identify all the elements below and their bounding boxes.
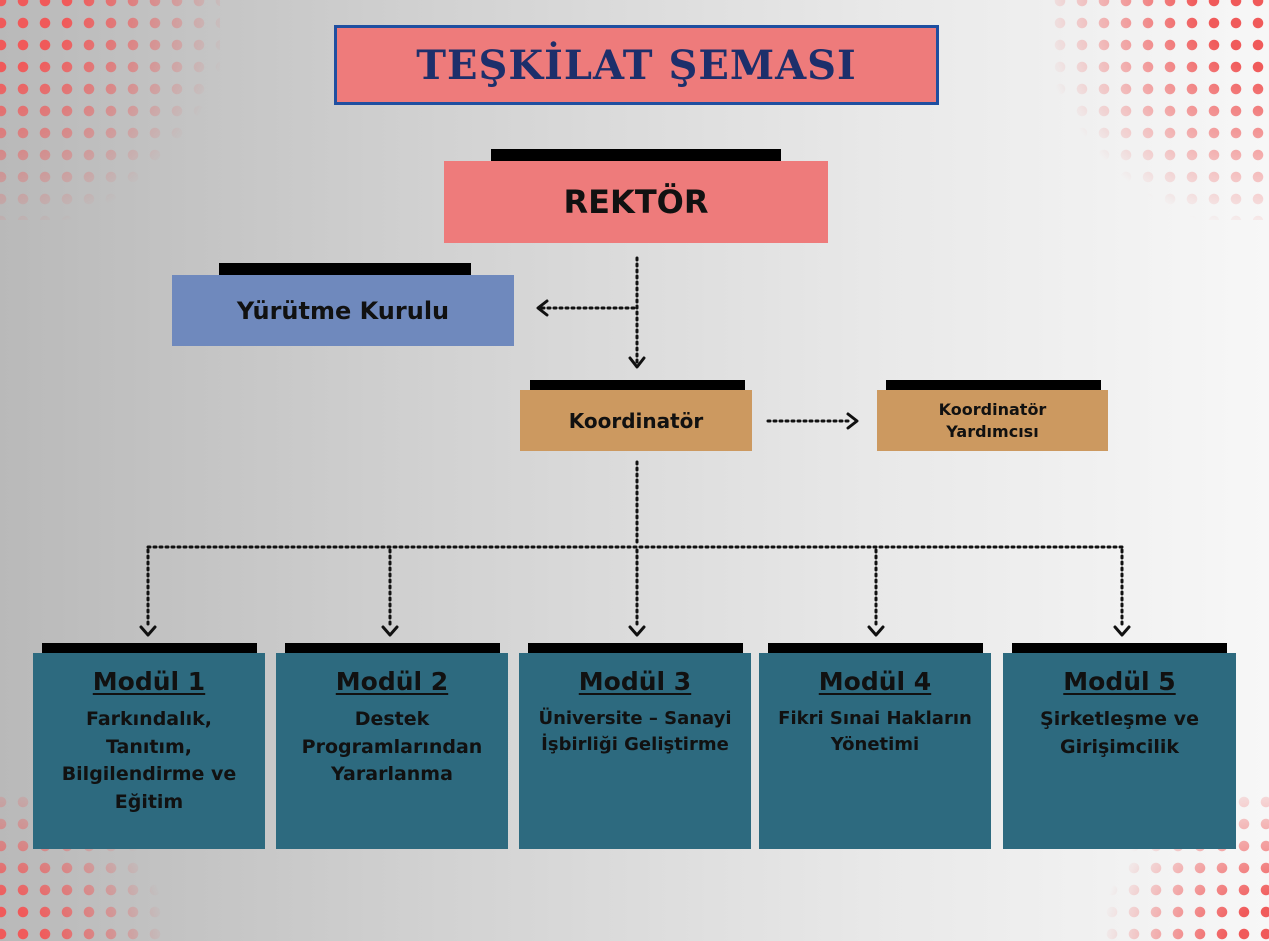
arrowhead-koord-yardimcisi — [846, 412, 859, 430]
module-3-top-bar — [528, 643, 743, 653]
arrowhead-module-3 — [628, 625, 646, 637]
module-5-top-bar — [1012, 643, 1227, 653]
node-rektor-label: REKTÖR — [563, 183, 709, 221]
module-3-title: Modül 3 — [578, 667, 692, 696]
page-title: TEŞKİLAT ŞEMASI — [416, 41, 857, 89]
module-1-line: Bilgilendirme ve — [61, 763, 237, 786]
arrowhead-module-1 — [139, 625, 157, 637]
module-2-line: Programlarından — [301, 735, 483, 758]
module-1-title: Modül 1 — [92, 667, 206, 696]
module-2-line: Yararlanma — [331, 763, 453, 786]
node-koordinator-label: Koordinatör — [568, 408, 704, 433]
rektor-top-bar — [491, 149, 781, 161]
yurutme-top-bar — [219, 263, 471, 275]
module-5-description: Şirketleşme ve Girişimcilik — [1036, 706, 1203, 761]
arrowhead-yurutme — [536, 299, 549, 317]
arrowhead-module-4 — [867, 625, 885, 637]
koordinator-top-bar — [530, 380, 745, 390]
module-1-line: Eğitim — [114, 790, 184, 813]
module-1: Modül 1 Farkındalık, Tanıtım, Bilgilendi… — [33, 653, 265, 849]
node-rektor: REKTÖR — [444, 161, 828, 243]
module-2: Modül 2 Destek Programlarından Yararlanm… — [276, 653, 508, 849]
module-1-description: Farkındalık, Tanıtım, Bilgilendirme ve E… — [58, 706, 241, 816]
module-4-description: Fikri Sınai Hakların Yönetimi — [774, 706, 976, 758]
title-banner: TEŞKİLAT ŞEMASI — [334, 25, 939, 105]
koordinator-yardimcisi-top-bar — [886, 380, 1101, 390]
arrowhead-module-5 — [1113, 625, 1131, 637]
node-yurutme-kurulu: Yürütme Kurulu — [172, 275, 514, 346]
node-koordinator-yardimcisi-line1: Koordinatör — [938, 399, 1047, 419]
module-3-description: Üniversite – Sanayi İşbirliği Geliştirme — [534, 706, 735, 758]
module-3-line: İşbirliği Geliştirme — [541, 734, 729, 756]
module-4-line: Yönetimi — [830, 734, 920, 756]
module-5-title: Modül 5 — [1063, 667, 1176, 696]
arrowhead-module-2 — [381, 625, 399, 637]
module-1-top-bar — [42, 643, 257, 653]
node-koordinator-yardimcisi-line2: Yardımcısı — [946, 421, 1039, 441]
module-4-top-bar — [768, 643, 983, 653]
module-2-title: Modül 2 — [335, 667, 449, 696]
decorative-dots-top-right — [1049, 0, 1269, 220]
module-5-line: Şirketleşme ve — [1040, 708, 1199, 730]
node-koordinator: Koordinatör — [520, 390, 752, 451]
module-5: Modül 5 Şirketleşme ve Girişimcilik — [1003, 653, 1236, 849]
module-2-top-bar — [285, 643, 500, 653]
module-1-line: Farkındalık, — [85, 708, 213, 730]
module-4: Modül 4 Fikri Sınai Hakların Yönetimi — [759, 653, 991, 849]
module-3: Modül 3 Üniversite – Sanayi İşbirliği Ge… — [519, 653, 751, 849]
module-2-description: Destek Programlarından Yararlanma — [298, 706, 487, 789]
node-koordinator-yardimcisi: Koordinatör Yardımcısı — [877, 390, 1108, 451]
module-2-line: Destek — [354, 708, 430, 730]
module-3-line: Üniversite – Sanayi — [538, 708, 732, 729]
module-4-line: Fikri Sınai Hakların — [778, 708, 972, 729]
module-1-line: Tanıtım, — [106, 735, 192, 758]
node-yurutme-label: Yürütme Kurulu — [236, 296, 450, 325]
arrowhead-koordinator — [628, 356, 646, 369]
module-4-title: Modül 4 — [818, 667, 932, 696]
decorative-dots-top-left — [0, 0, 220, 220]
module-5-line: Girişimcilik — [1059, 735, 1180, 758]
